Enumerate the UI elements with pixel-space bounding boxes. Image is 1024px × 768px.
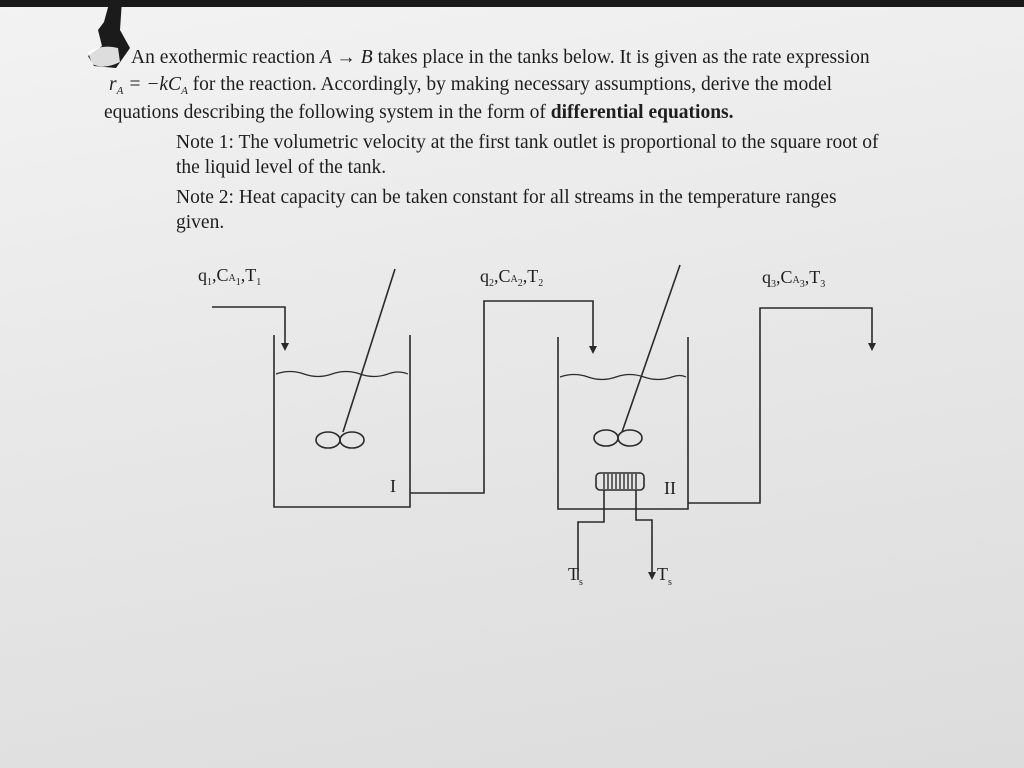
problem-line-1: An exothermic reaction A → B takes place… [131,47,870,68]
inlet-pipe-1 [212,306,286,345]
note-2-line-2: given. [176,212,225,233]
note-1-line-1: Note 1: The volumetric velocity at the f… [176,132,879,153]
arrow-2 [589,346,597,354]
arrow-1 [281,343,289,351]
tank-2-label: II [664,478,676,498]
tank-2-stirrer-shaft [621,264,681,433]
tank-2-walls [557,337,689,510]
coolant-out-pipe [635,490,653,578]
pipe-2-3 [688,307,873,504]
problem-line-3: equations describing the following syste… [104,102,734,123]
note-1-line-2: the liquid level of the tank. [176,157,387,178]
coolant-out-arrow [648,572,656,580]
rate-expression-rhs: = −kC [128,74,182,95]
impeller-icon [593,429,643,447]
tank-1-walls [273,335,411,508]
stream-2-label: q2,CA2,T2 [480,266,543,289]
note-2-line-1: Note 2: Heat capacity can be taken const… [176,187,837,208]
tank-1-liquid [275,370,409,378]
stream-1-label: q1,CA1,T1 [198,265,261,288]
binder-clip-mark [88,0,130,68]
stream-3-label: q3,CA3,T3 [762,267,825,290]
coil-windings [603,474,637,489]
tank-1-stirrer-shaft [342,268,396,433]
tank-1-label: I [390,476,396,496]
problem-line-2: rA = −kCA for the reaction. Accordingly,… [109,74,833,97]
cooling-coil [595,472,645,491]
impeller-icon [315,431,365,449]
arrow-3 [868,343,876,351]
rate-expression-lhs: r [109,74,117,95]
coolant-out-label: Ts [657,564,672,588]
tank-2-liquid [559,373,687,381]
pipe-1-2 [410,300,594,494]
coolant-in-pipe [577,490,605,580]
top-dark-bar [0,0,1024,7]
coolant-in-label: Ts [568,564,583,588]
bold-phrase: differential equations. [550,102,734,123]
reaction-equation: A → B [319,47,373,68]
